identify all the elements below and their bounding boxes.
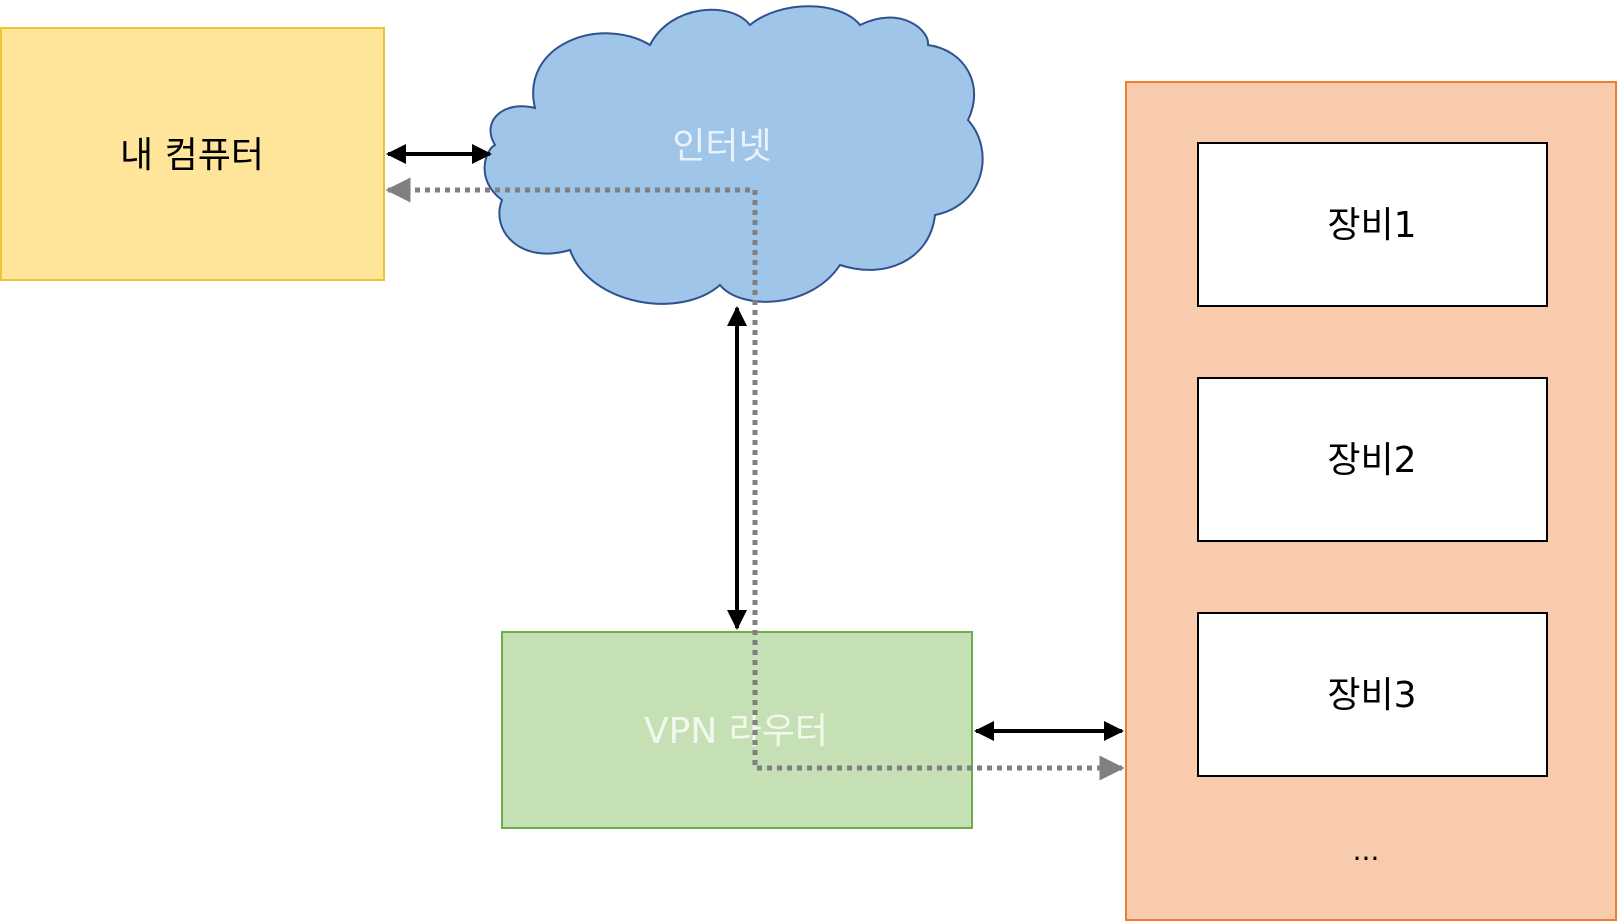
device-box-2: 장비2 xyxy=(1197,377,1548,542)
device-box-3: 장비3 xyxy=(1197,612,1548,777)
my-computer-label: 내 컴퓨터 xyxy=(120,135,264,176)
device-label-1: 장비1 xyxy=(1327,205,1416,246)
internal-network-panel: 장비1 장비2 장비3 ... xyxy=(1125,81,1617,921)
device-label-3: 장비3 xyxy=(1327,675,1416,716)
device-label-2: 장비2 xyxy=(1327,440,1416,481)
vpn-tunnel-path xyxy=(385,177,1125,781)
internet-label: 인터넷 xyxy=(672,126,771,167)
vpn-router-node: VPN 라우터 xyxy=(501,631,973,829)
my-computer-node: 내 컴퓨터 xyxy=(0,27,385,281)
internet-cloud: 인터넷 xyxy=(483,5,984,305)
more-devices-ellipsis: ... xyxy=(1353,834,1380,867)
vpn-router-label: VPN 라우터 xyxy=(644,711,828,752)
device-box-1: 장비1 xyxy=(1197,142,1548,307)
